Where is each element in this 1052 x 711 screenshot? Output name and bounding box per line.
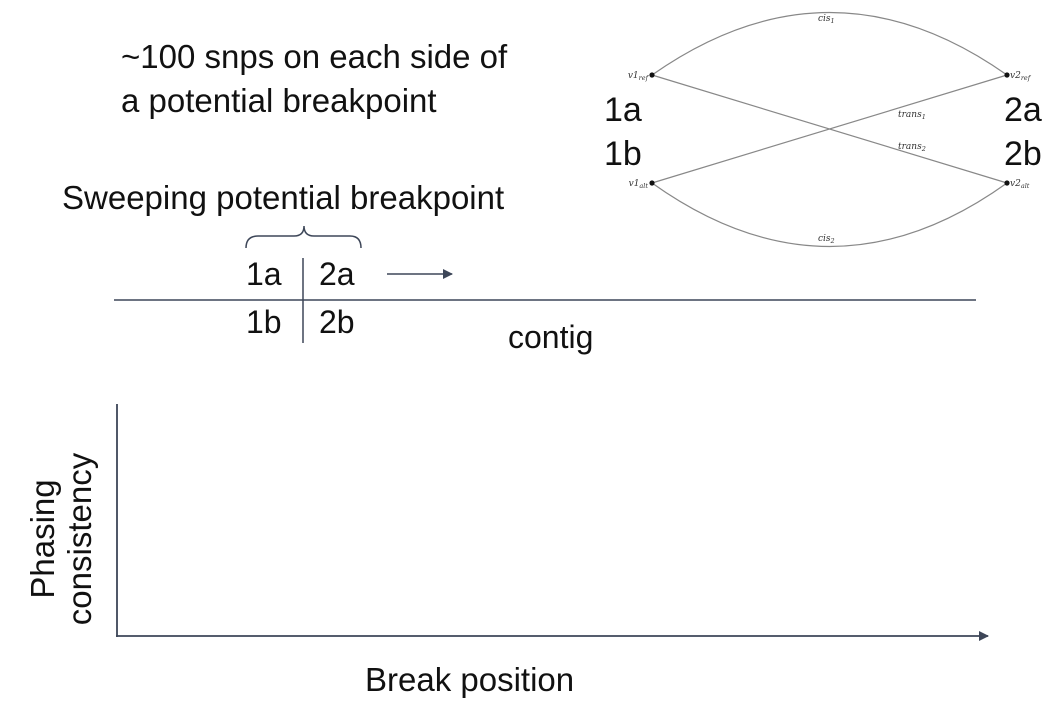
- edge-cis1: [651, 12, 1008, 76]
- contig-label: contig: [508, 319, 594, 355]
- node-label-v1ref: v1ref: [628, 71, 650, 82]
- note-line-1: ~100 snps on each side of: [121, 38, 508, 75]
- graph-label-2a: 2a: [1004, 91, 1042, 129]
- note-line-2: a potential breakpoint: [121, 82, 437, 119]
- sweep-label-1b: 1b: [246, 304, 282, 340]
- graph-label-1b: 1b: [604, 135, 642, 173]
- x-axis-label: Break position: [365, 661, 575, 698]
- edge-cis2: [651, 182, 1008, 247]
- node-label-v2alt: v2alt: [1010, 179, 1030, 190]
- edge-label-cis1: cis1: [818, 14, 835, 25]
- sweep-label-2b: 2b: [319, 304, 355, 340]
- edge-label-trans2: trans2: [898, 142, 926, 153]
- node-v1ref: [649, 72, 655, 78]
- sweep-label-2a: 2a: [319, 256, 355, 292]
- window-brace: [245, 225, 362, 249]
- node-v1alt: [649, 180, 655, 186]
- node-v2alt: [1004, 180, 1010, 186]
- edge-trans2: [651, 74, 1008, 184]
- sweep-title: Sweeping potential breakpoint: [62, 179, 505, 216]
- edge-label-trans1: trans1: [898, 110, 926, 121]
- node-v2ref: [1004, 72, 1010, 78]
- node-label-v2ref: v2ref: [1010, 71, 1032, 82]
- graph-label-1a: 1a: [604, 91, 642, 129]
- edge-label-cis2: cis2: [818, 234, 835, 245]
- sweep-label-1a: 1a: [246, 256, 282, 292]
- graph-label-2b: 2b: [1004, 135, 1042, 173]
- node-label-v1alt: v1alt: [629, 179, 649, 190]
